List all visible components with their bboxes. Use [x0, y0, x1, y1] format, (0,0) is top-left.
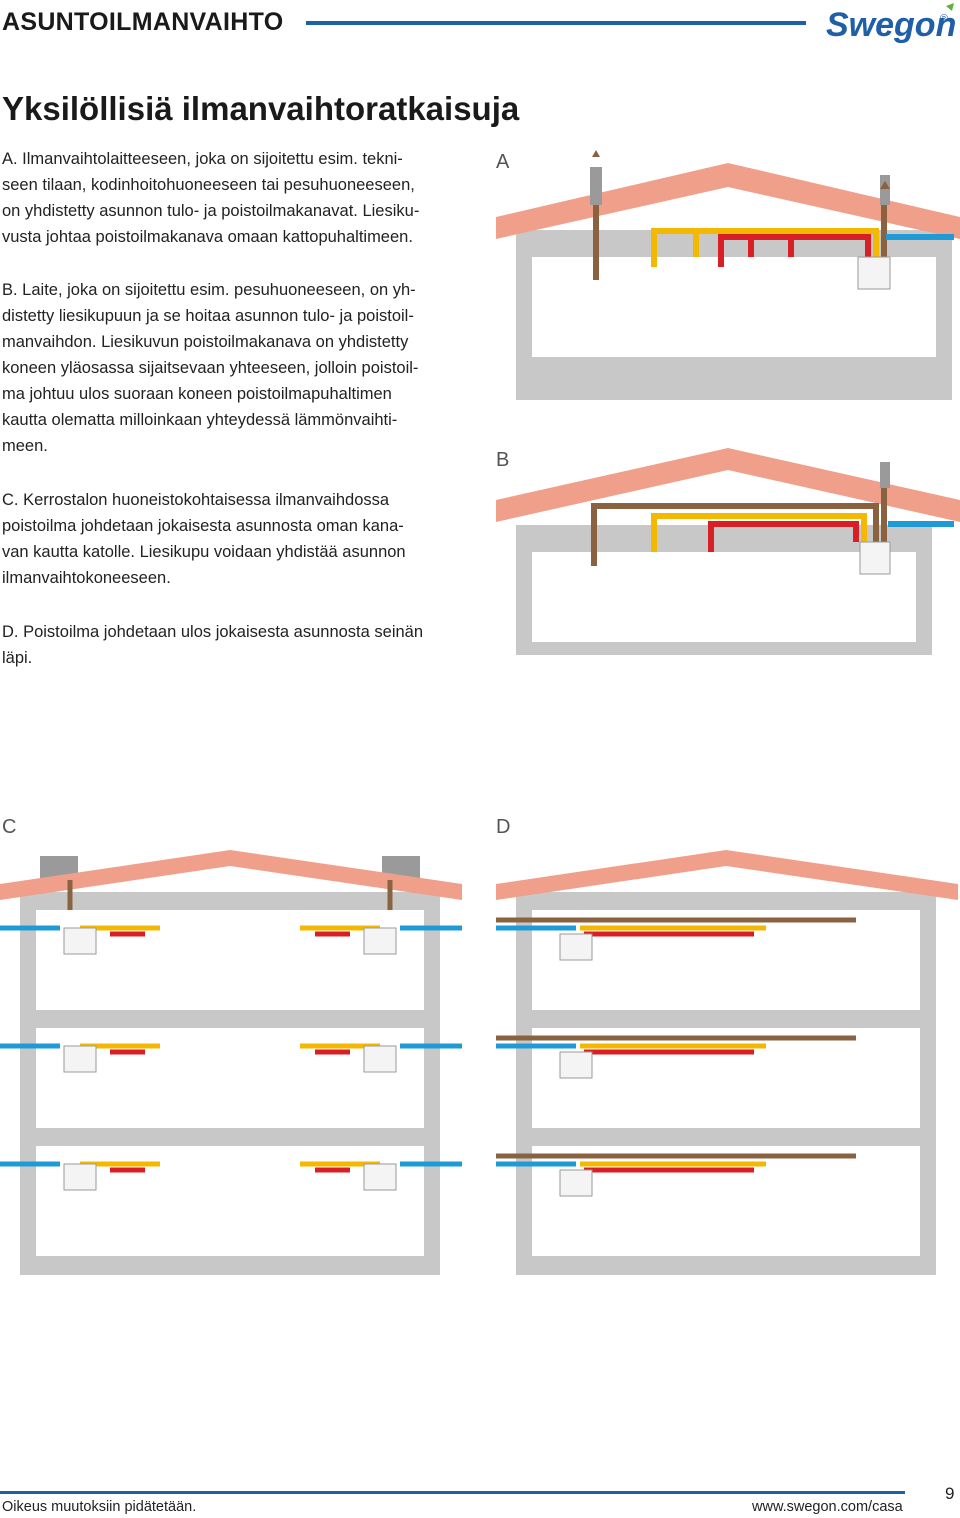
- header-rule: [306, 21, 806, 25]
- floor-3-interior: [36, 910, 424, 1010]
- footer-disclaimer: Oikeus muutoksiin pidätetään.: [2, 1499, 197, 1515]
- extract-duct: [718, 234, 871, 267]
- arrow-up-icon: [880, 181, 890, 189]
- outdoor-duct: [496, 925, 576, 1167]
- ventilation-unit: [559, 1051, 593, 1079]
- diagram-d: [496, 850, 958, 1275]
- page-title: Yksilöllisiä ilmanvaihtoratkaisuja: [2, 90, 520, 127]
- footer-rule: [0, 1491, 905, 1494]
- roof-fan-icon: [880, 462, 890, 488]
- ventilation-unit: [63, 1163, 97, 1191]
- paragraph-c: C. Kerrostalon huoneistokohtaisessa ilma…: [2, 491, 406, 587]
- ventilation-unit: [857, 256, 891, 290]
- ventilation-unit: [363, 1163, 397, 1191]
- supply-duct: [651, 228, 879, 267]
- roof: [496, 448, 960, 522]
- roof-fan-icon: [590, 167, 602, 205]
- ventilation-unit: [363, 927, 397, 955]
- ventilation-unit: [63, 1045, 97, 1073]
- diagram-c-label: C: [2, 816, 17, 838]
- diagram-a: [496, 150, 960, 400]
- supply-duct: [651, 513, 867, 552]
- ventilation-unit: [363, 1045, 397, 1073]
- section-heading: ASUNTOILMANVAIHTO: [2, 8, 284, 36]
- roof: [496, 163, 960, 239]
- diagram-b: [496, 448, 960, 655]
- roof-fan-icon: [382, 856, 420, 878]
- ventilation-unit: [63, 927, 97, 955]
- logo-text: Swegon: [826, 6, 956, 44]
- page-number: 9: [945, 1484, 955, 1503]
- ducts: [496, 917, 856, 1173]
- exhaust-riser: [67, 880, 393, 910]
- extract-duct: [584, 931, 754, 1173]
- exhaust-duct: [496, 917, 856, 1159]
- paragraph-a: A. Ilmanvaihtolaitteeseen, joka on sijoi…: [2, 150, 420, 246]
- ducts: [591, 470, 954, 566]
- ventilation-unit: [859, 541, 891, 575]
- diagram-a-label: A: [496, 151, 510, 173]
- roof: [0, 850, 462, 900]
- roof: [496, 850, 958, 900]
- ducts: [590, 167, 954, 280]
- roof-fan-icon: [40, 856, 78, 878]
- extract-duct: [708, 521, 859, 552]
- diagram-d-label: D: [496, 816, 511, 838]
- swegon-logo: Swegon ®: [826, 3, 956, 44]
- paragraph-b: B. Laite, joka on sijoitettu esim. pesuh…: [2, 281, 419, 455]
- ventilation-unit: [559, 1169, 593, 1197]
- roof-fan-icon: [880, 175, 890, 205]
- footer-url[interactable]: www.swegon.com/casa: [752, 1499, 903, 1515]
- paragraph-d: D. Poistoilma johdetaan ulos jokaisesta …: [2, 623, 424, 667]
- diagram-c: [0, 850, 462, 1275]
- supply-duct: [580, 925, 766, 1167]
- floor-2-interior: [36, 1028, 424, 1128]
- exhaust-duct: [591, 503, 879, 566]
- ventilation-unit: [559, 933, 593, 961]
- room-interior: [532, 552, 916, 642]
- diagram-b-label: B: [496, 449, 510, 471]
- leaf-icon: [946, 3, 954, 11]
- arrow-up-icon: [592, 150, 600, 157]
- logo-mark: ®: [940, 13, 948, 25]
